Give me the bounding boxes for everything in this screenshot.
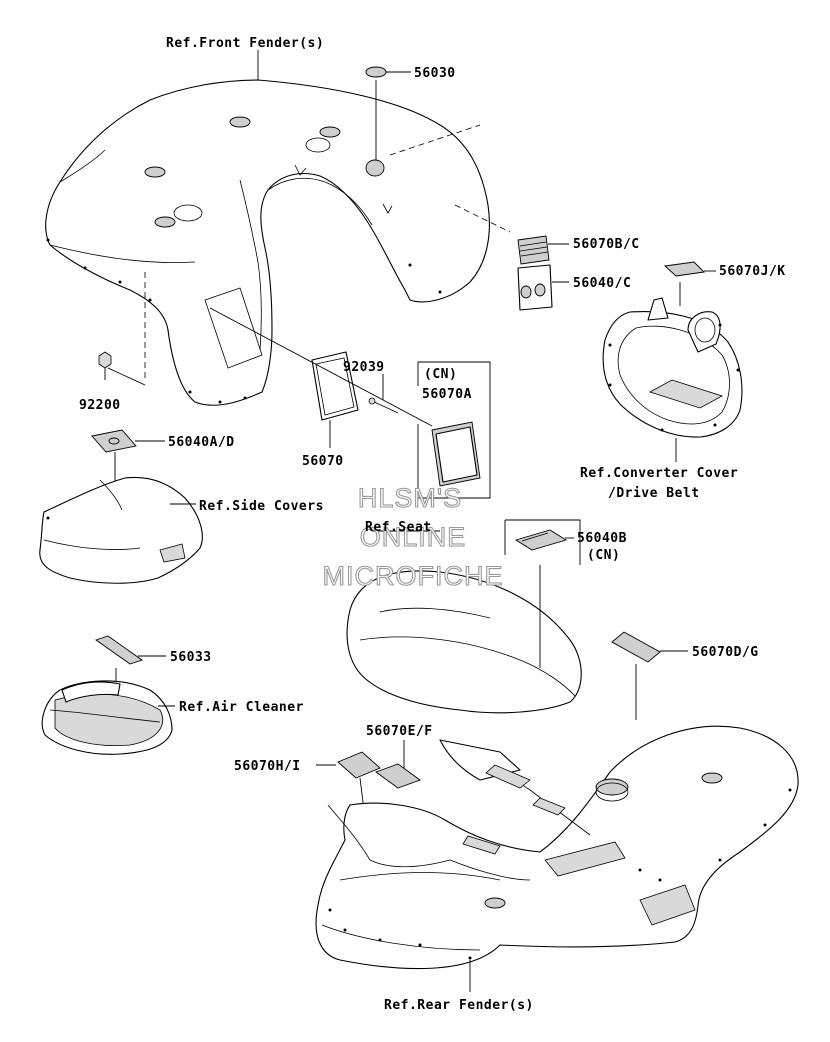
label-front-fender: Ref.Front Fender(s) [166, 36, 324, 51]
grommet-56030 [365, 66, 411, 160]
callout-labels: Ref.Front Fender(s) 56030 56070B/C 56040… [79, 36, 786, 1013]
watermark-line-1: HLSM'S [358, 483, 462, 513]
label-56070dg [611, 631, 688, 720]
label-56070dg: 56070D/G [692, 645, 759, 660]
label-56040c [517, 264, 569, 311]
label-converter-cover: Ref.Converter Cover [580, 466, 738, 481]
decal-56070 [209, 307, 433, 448]
label-56070hi: 56070H/I [234, 759, 301, 774]
air-cleaner-drawing [41, 680, 175, 755]
front-fender-drawing [45, 79, 511, 406]
label-cn-1: (CN) [424, 367, 457, 382]
label-56070bc [517, 235, 569, 265]
watermark-line-3: MICROFICHE [323, 561, 504, 591]
label-56040b: 56040B [577, 531, 627, 546]
nut-92200 [98, 351, 146, 386]
watermark-line-2: ONLINE [360, 522, 467, 552]
label-92039: 92039 [343, 360, 385, 375]
converter-cover-drawing [602, 282, 743, 462]
label-56030: 56030 [414, 66, 456, 81]
label-56070: 56070 [302, 454, 344, 469]
cn-box-56070a [417, 361, 491, 499]
label-drive-belt: /Drive Belt [608, 486, 700, 501]
label-seat: Ref.Seat [365, 520, 432, 535]
label-rear-fender: Ref.Rear Fender(s) [384, 998, 534, 1013]
label-56040b [514, 529, 574, 551]
seat-drawing [346, 519, 582, 714]
label-56070ef: 56070E/F [366, 724, 433, 739]
label-56040ad: 56040A/D [168, 435, 235, 450]
label-56040c: 56040/C [573, 276, 631, 291]
label-92200: 92200 [79, 398, 121, 413]
label-56070a: 56070A [422, 387, 472, 402]
label-cn-2: (CN) [587, 548, 620, 563]
label-56070jk: 56070J/K [719, 264, 786, 279]
label-56033: 56033 [170, 650, 212, 665]
label-56040ad [91, 429, 165, 504]
label-air-cleaner: Ref.Air Cleaner [179, 700, 304, 715]
label-side-covers: Ref.Side Covers [199, 499, 324, 514]
rear-fender-drawing [315, 725, 799, 992]
watermark: HLSM'S ONLINE MICROFICHE [322, 482, 504, 591]
label-56070jk [663, 261, 716, 277]
label-56070bc: 56070B/C [573, 237, 640, 252]
side-covers-drawing [39, 476, 203, 584]
